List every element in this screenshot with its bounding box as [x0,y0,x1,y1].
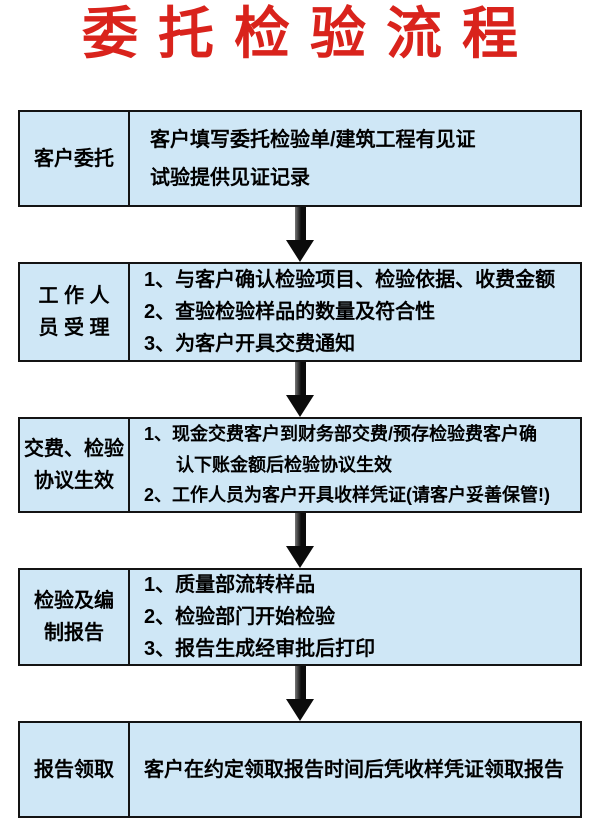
step-label-line: 报告领取 [34,758,114,781]
step-label-line: 员 受 理 [38,317,110,339]
step-content: 1、现金交费客户到财务部交费/预存检验费客户确 认下账金额后检验协议生效 2、工… [130,419,580,511]
arrow-head [286,699,314,721]
step-label: 客户委托 [20,112,130,205]
step-label-line: 客户委托 [34,147,114,170]
arrow-head [286,240,314,262]
step-customer-commission: 客户委托 客户填写委托检验单/建筑工程有见证 试验提供见证记录 [18,110,582,207]
down-arrow-icon [18,207,582,262]
arrow-stem [294,666,306,699]
content-line: 3、报告生成经审批后打印 [144,638,376,660]
step-content: 1、与客户确认检验项目、检验依据、收费金额 2、查验检验样品的数量及符合性 3、… [130,264,580,360]
down-arrow-icon [18,666,582,721]
content-line: 1、质量部流转样品 [144,574,316,596]
content-line: 客户在约定领取报告时间后凭收样凭证领取报告 [144,758,564,781]
step-label: 工 作 人 员 受 理 [20,264,130,360]
content-line: 客户填写委托检验单/建筑工程有见证 [150,128,476,151]
step-label-line: 工 作 人 [38,285,110,307]
content-line: 认下账金额后检验协议生效 [176,454,392,475]
arrow-head [286,395,314,417]
step-content: 1、质量部流转样品 2、检验部门开始检验 3、报告生成经审批后打印 [130,570,580,664]
step-label-line: 协议生效 [34,470,114,492]
step-content: 客户在约定领取报告时间后凭收样凭证领取报告 [130,723,580,816]
page-title: 委托检验流程 [82,2,538,65]
step-report-collection: 报告领取 客户在约定领取报告时间后凭收样凭证领取报告 [18,721,582,818]
content-line: 试验提供见证记录 [150,166,310,189]
step-payment-agreement: 交费、检验 协议生效 1、现金交费客户到财务部交费/预存检验费客户确 认下账金额… [18,417,582,513]
down-arrow-icon [18,362,582,417]
content-line: 3、为客户开具交费通知 [144,333,356,355]
content-line: 1、与客户确认检验项目、检验依据、收费金额 [144,269,556,291]
step-content: 客户填写委托检验单/建筑工程有见证 试验提供见证记录 [130,112,580,205]
content-line: 2、查验检验样品的数量及符合性 [144,301,436,323]
content-line: 2、检验部门开始检验 [144,606,336,628]
down-arrow-icon [18,513,582,568]
content-line: 2、工作人员为客户开具收样凭证(请客户妥善保管!) [144,485,550,506]
arrow-stem [294,513,306,546]
arrow-head [286,546,314,568]
step-label-line: 制报告 [44,622,104,644]
step-label: 报告领取 [20,723,130,816]
step-label-line: 交费、检验 [24,438,124,460]
step-label: 交费、检验 协议生效 [20,419,130,511]
step-inspection-report: 检验及编 制报告 1、质量部流转样品 2、检验部门开始检验 3、报告生成经审批后… [18,568,582,666]
flowchart: 客户委托 客户填写委托检验单/建筑工程有见证 试验提供见证记录 工 作 人 员 … [18,110,582,818]
step-staff-acceptance: 工 作 人 员 受 理 1、与客户确认检验项目、检验依据、收费金额 2、查验检验… [18,262,582,362]
arrow-stem [294,362,306,395]
arrow-stem [294,207,306,240]
step-label-line: 检验及编 [34,590,114,612]
step-label: 检验及编 制报告 [20,570,130,664]
content-line: 1、现金交费客户到财务部交费/预存检验费客户确 [144,424,538,445]
